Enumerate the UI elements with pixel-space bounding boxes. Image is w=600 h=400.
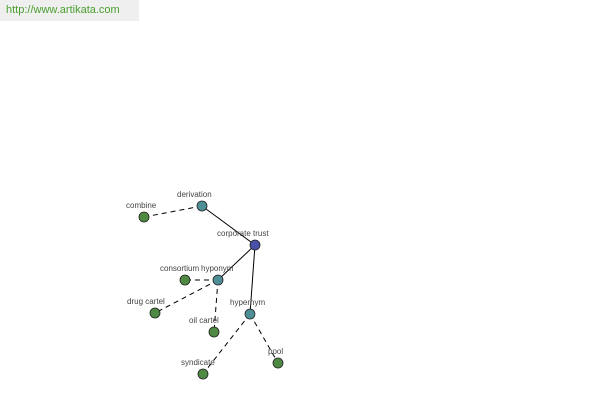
node-pool-label: pool (268, 347, 283, 356)
node-oil-cartel-marker[interactable] (208, 326, 220, 338)
node-hyponym[interactable]: hyponym (201, 264, 234, 286)
node-combine[interactable]: combine (126, 201, 157, 223)
node-syndicate-label: syndicate (181, 358, 215, 367)
node-syndicate[interactable]: syndicate (181, 358, 215, 380)
node-hyponym-marker[interactable] (212, 274, 224, 286)
node-drug-cartel-marker[interactable] (149, 307, 161, 319)
node-pool-marker[interactable] (272, 357, 284, 369)
edge-corporate-trust-to-derivation (201, 205, 256, 246)
node-hypernym[interactable]: hypernym (230, 298, 265, 320)
node-corporate-trust-label: corporate trust (217, 229, 269, 238)
edge-hypernym-to-pool (249, 313, 279, 364)
node-oil-cartel[interactable]: oil cartel (189, 316, 220, 338)
graph-nodes: corporate trust derivation combine hyponymc… (126, 190, 284, 380)
edge-hypernym-to-syndicate (202, 313, 251, 375)
url-bar: http://www.artikata.com (0, 0, 139, 21)
node-corporate-trust-marker[interactable] (249, 239, 261, 251)
edge-corporate-trust-to-hypernym (249, 244, 256, 315)
node-consortium-label: consortium (160, 264, 199, 273)
node-consortium[interactable]: consortium (160, 264, 199, 286)
edge-hyponym-to-drug-cartel (154, 279, 219, 314)
node-syndicate-marker[interactable] (197, 368, 209, 380)
node-derivation-label: derivation (177, 190, 212, 199)
node-hyponym-label: hyponym (201, 264, 234, 273)
site-url-link[interactable]: http://www.artikata.com (6, 4, 120, 16)
node-drug-cartel-label: drug cartel (127, 297, 165, 306)
node-hypernym-marker[interactable] (244, 308, 256, 320)
graph-edges (143, 205, 279, 375)
node-combine-marker[interactable] (138, 211, 150, 223)
edge-derivation-to-combine (143, 205, 203, 218)
node-derivation[interactable]: derivation (177, 190, 212, 212)
node-combine-label: combine (126, 201, 157, 210)
edge-corporate-trust-to-hyponym (217, 244, 256, 281)
node-drug-cartel[interactable]: drug cartel (127, 297, 165, 319)
node-derivation-marker[interactable] (196, 200, 208, 212)
node-corporate-trust[interactable]: corporate trust (217, 229, 269, 251)
node-pool[interactable]: pool (268, 347, 284, 369)
node-consortium-marker[interactable] (179, 274, 191, 286)
node-oil-cartel-label: oil cartel (189, 316, 219, 325)
node-hypernym-label: hypernym (230, 298, 265, 307)
